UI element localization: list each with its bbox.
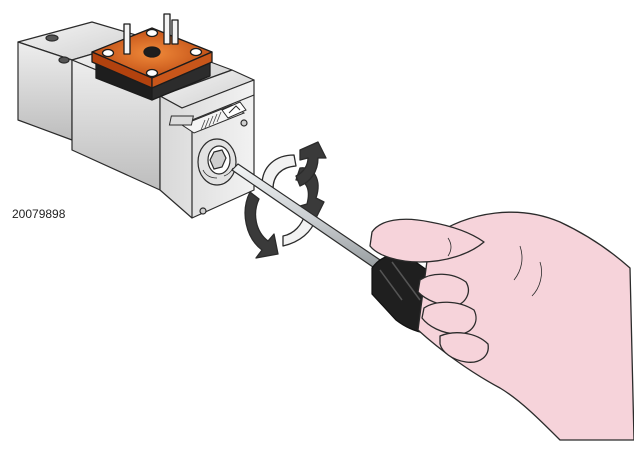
figure-id-label: 20079898 [12,207,65,221]
adjustment-socket [198,139,236,185]
